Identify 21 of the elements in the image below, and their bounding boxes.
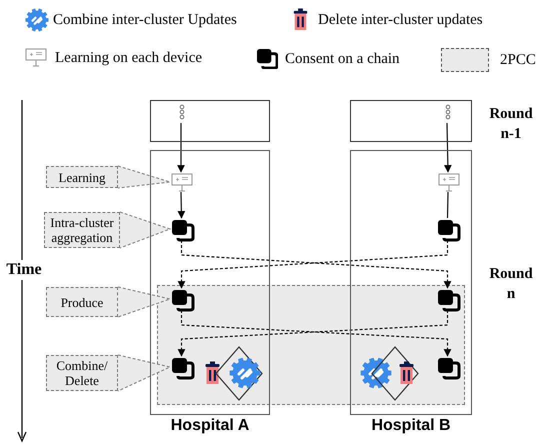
column-label: Hospital B bbox=[370, 417, 452, 435]
legend-text: 2PCC bbox=[500, 51, 536, 69]
connector-line bbox=[446, 192, 449, 218]
arrow bbox=[177, 123, 185, 173]
legend-text: Consent on a chain bbox=[285, 50, 400, 68]
callout-box: Intra-cluster aggregation bbox=[44, 212, 120, 248]
callout-box: Combine/ Delete bbox=[46, 355, 118, 391]
legend-text: Combine inter-cluster Updates bbox=[53, 11, 237, 29]
callout-pointer bbox=[118, 286, 172, 318]
arrow bbox=[178, 192, 186, 219]
callout-pointer bbox=[120, 212, 172, 248]
arrow bbox=[444, 122, 452, 173]
legend-text: Delete inter-cluster updates bbox=[318, 10, 483, 28]
round-box bbox=[150, 100, 270, 142]
callout-box: Learning bbox=[46, 166, 118, 188]
legend-text: Learning on each device bbox=[55, 49, 202, 67]
round-box bbox=[350, 100, 472, 142]
column-label: Hospital A bbox=[170, 417, 250, 435]
callout-pointer bbox=[118, 166, 170, 188]
callout-pointer bbox=[118, 354, 172, 392]
callout-box: Produce bbox=[46, 287, 118, 317]
